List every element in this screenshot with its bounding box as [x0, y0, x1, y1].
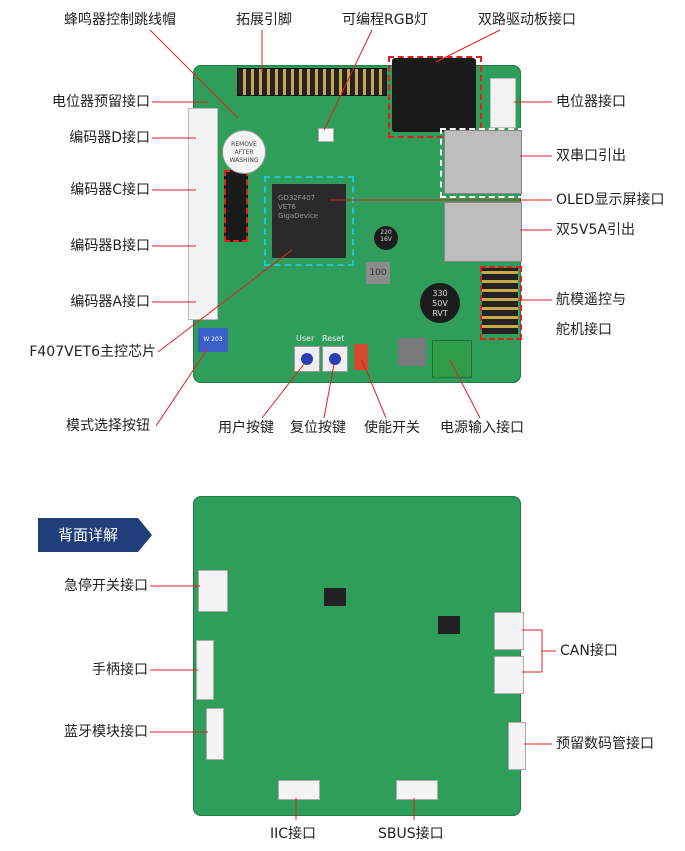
label-seg-display: 预留数码管接口 [556, 736, 654, 752]
dual-driver-callout-box [388, 56, 482, 138]
iic-connector [278, 780, 320, 800]
label-bluetooth: 蓝牙模块接口 [64, 724, 148, 740]
label-expansion-pins: 拓展引脚 [236, 12, 292, 28]
back-chip-2 [324, 588, 346, 606]
label-oled: OLED显示屏接口 [556, 192, 665, 208]
power-out-port [444, 202, 522, 262]
label-dual-driver: 双路驱动板接口 [478, 12, 576, 28]
label-encoder-c: 编码器C接口 [70, 182, 150, 198]
label-rc-servo-2: 舵机接口 [556, 322, 612, 338]
estop-connector [198, 570, 228, 612]
label-estop: 急停开关接口 [64, 578, 148, 594]
label-encoder-b: 编码器B接口 [70, 238, 150, 254]
label-user-key: 用户按键 [218, 420, 274, 436]
label-mode-button: 模式选择按钮 [66, 418, 150, 434]
label-enable-switch: 使能开关 [364, 420, 420, 436]
pot-connector [490, 78, 516, 128]
label-reset-key: 复位按键 [290, 420, 346, 436]
inductor: 100 [366, 262, 390, 284]
label-encoder-d: 编码器D接口 [69, 130, 150, 146]
serial-port [444, 130, 522, 194]
label-rc-servo-1: 航模遥控与 [556, 292, 626, 308]
power-input-terminal [432, 340, 472, 378]
user-button[interactable] [294, 346, 320, 372]
can-connector-1 [494, 612, 524, 650]
expansion-pin-header [237, 68, 387, 96]
encoder-connector-strip [188, 108, 218, 320]
back-board [193, 496, 521, 816]
enable-switch[interactable] [354, 344, 368, 370]
label-pot-reserved: 电位器预留接口 [52, 94, 150, 110]
user-button-silk: User [296, 334, 315, 343]
mode-selector[interactable]: W 203 [198, 328, 228, 352]
seg-display-connector [508, 722, 526, 770]
rgb-led [318, 128, 334, 142]
back-chip [438, 616, 460, 634]
rc-servo-callout-box [480, 266, 522, 340]
bluetooth-connector [206, 708, 224, 760]
sbus-connector [396, 780, 438, 800]
label-dual-serial: 双串口引出 [556, 148, 626, 164]
label-mcu: F407VET6主控芯片 [29, 344, 156, 360]
label-gamepad: 手柄接口 [92, 662, 148, 678]
label-encoder-a: 编码器A接口 [70, 294, 150, 310]
dual-driver-connector [392, 58, 476, 132]
label-rgb-led: 可编程RGB灯 [342, 12, 429, 28]
label-power-input: 电源输入接口 [440, 420, 524, 436]
label-iic: IIC接口 [270, 826, 317, 842]
label-buzzer-jumper: 蜂鸣器控制跳线帽 [64, 12, 176, 28]
label-pot: 电位器接口 [556, 94, 626, 110]
label-dual-5v5a: 双5V5A引出 [556, 222, 635, 238]
can-connector-2 [494, 656, 524, 694]
inductor-2 [398, 338, 426, 366]
reset-button-silk: Reset [322, 334, 345, 343]
back-detail-tab: 背面详解 [38, 518, 152, 552]
rc-servo-header [482, 268, 518, 334]
label-sbus: SBUS接口 [378, 826, 444, 842]
reset-button[interactable] [322, 346, 348, 372]
serial-callout-box [440, 128, 524, 198]
label-can: CAN接口 [560, 643, 618, 659]
